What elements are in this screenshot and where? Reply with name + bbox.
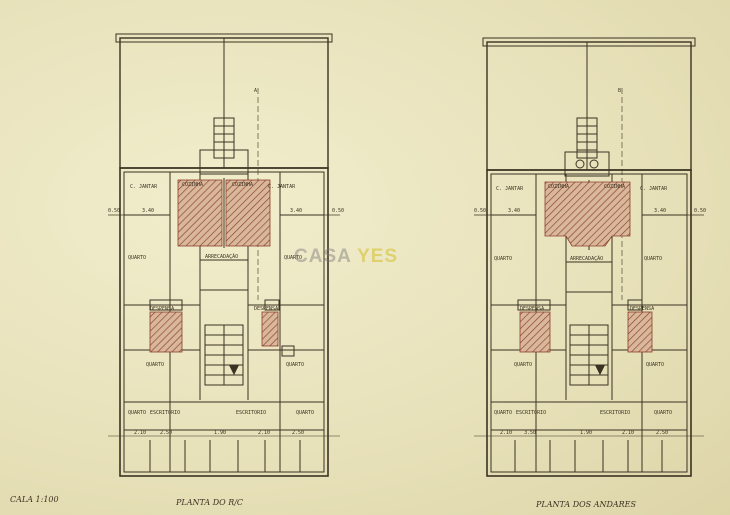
dimension-label: 3.50 — [524, 430, 536, 436]
room-label: QUARTO — [296, 410, 314, 416]
room-label: DESPENSA — [520, 306, 544, 312]
room-label: QUARTO — [494, 256, 512, 262]
dimension-label: 0.50 — [474, 208, 486, 214]
room-label: QUARTO — [286, 362, 304, 368]
room-label: C. JANTAR — [640, 186, 668, 192]
room-label: QUARTO — [514, 362, 532, 368]
room-label: ESCRITORIO — [516, 410, 546, 416]
room-label: QUARTO — [646, 362, 664, 368]
left-plan-service-hatch — [149, 179, 279, 353]
room-label: COZINHA — [182, 182, 203, 188]
room-label: QUARTO — [494, 410, 512, 416]
room-label: QUARTO — [284, 255, 302, 261]
right-plan-title: PLANTA DOS ANDARES — [535, 500, 637, 509]
dimension-label: 0.50 — [108, 208, 120, 214]
room-label: ARRECADAÇÃO — [570, 255, 603, 262]
dimension-label: 2.10 — [134, 430, 146, 436]
room-label: QUARTO — [146, 362, 164, 368]
room-label: ESCRITORIO — [236, 410, 266, 416]
dimension-label: 2.10 — [622, 430, 634, 436]
axis-mark: B — [618, 88, 621, 94]
room-label: COZINHA — [604, 184, 625, 190]
dimension-label: 2.50 — [292, 430, 304, 436]
room-label: QUARTO — [654, 410, 672, 416]
dimension-label: 2.50 — [656, 430, 668, 436]
room-label: DESPENSA — [254, 306, 278, 312]
room-label: COZINHA — [548, 184, 569, 190]
room-label: C. JANTAR — [496, 186, 524, 192]
dimension-label: 3.40 — [142, 208, 154, 214]
dimension-label: 1.90 — [580, 430, 592, 436]
room-label: QUARTO — [644, 256, 662, 262]
dimension-label: 1.90 — [214, 430, 226, 436]
room-label: QUARTO — [128, 255, 146, 261]
dimension-label: 2.50 — [160, 430, 172, 436]
right-plan-service-hatch — [519, 181, 653, 353]
room-label: C. JANTAR — [268, 184, 296, 190]
dimension-label: 3.40 — [508, 208, 520, 214]
room-label: ESCRITORIO — [150, 410, 180, 416]
axis-mark: A — [254, 88, 257, 94]
dimension-label: 2.10 — [258, 430, 270, 436]
room-label: DESPENSA — [630, 306, 654, 312]
room-label: QUARTO — [128, 410, 146, 416]
room-label: ESCRITORIO — [600, 410, 630, 416]
dimension-label: 3.40 — [654, 208, 666, 214]
room-label: DESPENSA — [150, 306, 174, 312]
dimension-label: 2.10 — [500, 430, 512, 436]
dimension-label: 0.50 — [332, 208, 344, 214]
right-plan-labels: C. JANTAR C. JANTAR COZINHA COZINHA QUAR… — [474, 88, 706, 436]
left-plan-title: PLANTA DO R/C — [175, 498, 243, 507]
watermark-text: YES — [357, 246, 399, 267]
room-label: COZINHA — [232, 182, 253, 188]
dimension-label: 0.50 — [694, 208, 706, 214]
left-plan-labels: C. JANTAR C. JANTAR COZINHA COZINHA QUAR… — [108, 88, 344, 436]
room-label: ARRECADAÇÃO — [205, 253, 238, 260]
room-label: C. JANTAR — [130, 184, 158, 190]
dimension-label: 3.40 — [290, 208, 302, 214]
right-plan — [474, 37, 704, 477]
scale-label: CALA 1:100 — [10, 495, 59, 504]
watermark-logo: CASA YES — [294, 246, 398, 268]
watermark-text: CASA — [294, 246, 352, 267]
